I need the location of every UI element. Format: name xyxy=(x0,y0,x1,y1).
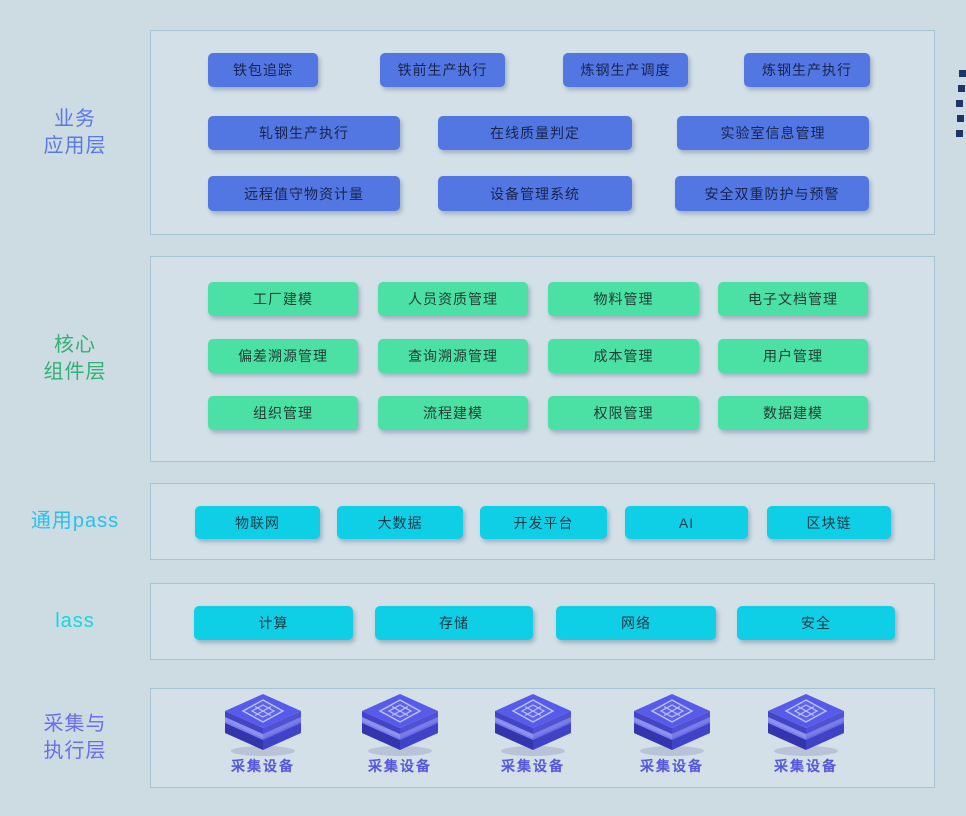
business-app-layer-button[interactable]: 炼钢生产执行 xyxy=(744,53,870,87)
business-app-layer-button[interactable]: 安全双重防护与预警 xyxy=(675,176,869,211)
label-line: 核心 xyxy=(54,334,96,356)
device-cube-icon xyxy=(362,694,438,756)
business-app-layer-button[interactable]: 铁前生产执行 xyxy=(380,53,505,87)
business-app-layer-button[interactable]: 铁包追踪 xyxy=(208,53,318,87)
iaas-layer-button[interactable]: 计算 xyxy=(194,606,353,640)
edge-dash-decoration xyxy=(956,130,963,137)
collection-device: 采集设备 xyxy=(208,694,318,776)
device-cube-icon xyxy=(768,694,844,756)
label-line: 应用层 xyxy=(43,135,107,157)
business-app-layer-button[interactable]: 在线质量判定 xyxy=(438,116,632,150)
edge-dash-decoration xyxy=(957,115,964,122)
core-components-layer-button[interactable]: 数据建模 xyxy=(718,396,868,430)
iaas-layer-button[interactable]: 网络 xyxy=(556,606,716,640)
device-cube-icon xyxy=(495,694,571,756)
label-iaas-layer: lass xyxy=(0,608,150,635)
iaas-layer-button[interactable]: 存储 xyxy=(375,606,533,640)
label-line: 业务 xyxy=(54,108,96,130)
device-label: 采集设备 xyxy=(368,758,432,774)
business-app-layer-button[interactable]: 轧钢生产执行 xyxy=(208,116,400,150)
core-components-layer-button[interactable]: 偏差溯源管理 xyxy=(208,339,358,373)
label-line: 通用pass xyxy=(30,510,120,532)
core-components-layer-button[interactable]: 物料管理 xyxy=(548,282,699,316)
core-components-layer-button[interactable]: 工厂建模 xyxy=(208,282,358,316)
core-components-layer-button[interactable]: 权限管理 xyxy=(548,396,699,430)
core-components-layer-button[interactable]: 查询溯源管理 xyxy=(378,339,528,373)
label-collection-execution-layer: 采集与执行层 xyxy=(0,711,150,765)
label-paas-layer: 通用pass xyxy=(0,508,150,535)
paas-layer-button[interactable]: 开发平台 xyxy=(480,506,607,539)
label-line: lass xyxy=(55,610,95,632)
paas-layer-button[interactable]: 大数据 xyxy=(337,506,463,539)
core-components-layer-button[interactable]: 流程建模 xyxy=(378,396,528,430)
business-app-layer-button[interactable]: 设备管理系统 xyxy=(438,176,632,211)
core-components-layer-button[interactable]: 人员资质管理 xyxy=(378,282,528,316)
device-label: 采集设备 xyxy=(231,758,295,774)
business-app-layer-button[interactable]: 实验室信息管理 xyxy=(677,116,869,150)
label-line: 组件层 xyxy=(43,361,107,383)
edge-dash-decoration xyxy=(956,100,963,107)
label-line: 执行层 xyxy=(43,740,107,762)
core-components-layer-button[interactable]: 组织管理 xyxy=(208,396,358,430)
paas-layer-button[interactable]: 区块链 xyxy=(767,506,891,539)
device-label: 采集设备 xyxy=(640,758,704,774)
edge-dash-decoration xyxy=(959,70,966,77)
iaas-layer-button[interactable]: 安全 xyxy=(737,606,895,640)
core-components-layer-button[interactable]: 成本管理 xyxy=(548,339,699,373)
collection-device: 采集设备 xyxy=(478,694,588,776)
collection-device: 采集设备 xyxy=(751,694,861,776)
label-business-app-layer: 业务应用层 xyxy=(0,106,150,160)
edge-dash-decoration xyxy=(958,85,965,92)
device-cube-icon xyxy=(634,694,710,756)
label-line: 采集与 xyxy=(43,713,107,735)
device-label: 采集设备 xyxy=(774,758,838,774)
business-app-layer-button[interactable]: 远程值守物资计量 xyxy=(208,176,400,211)
label-core-components-layer: 核心组件层 xyxy=(0,332,150,386)
device-label: 采集设备 xyxy=(501,758,565,774)
core-components-layer-button[interactable]: 用户管理 xyxy=(718,339,868,373)
collection-device: 采集设备 xyxy=(345,694,455,776)
paas-layer-button[interactable]: 物联网 xyxy=(195,506,320,539)
paas-layer-button[interactable]: AI xyxy=(625,506,748,539)
core-components-layer-button[interactable]: 电子文档管理 xyxy=(718,282,868,316)
collection-device: 采集设备 xyxy=(617,694,727,776)
device-cube-icon xyxy=(225,694,301,756)
business-app-layer-button[interactable]: 炼钢生产调度 xyxy=(563,53,688,87)
